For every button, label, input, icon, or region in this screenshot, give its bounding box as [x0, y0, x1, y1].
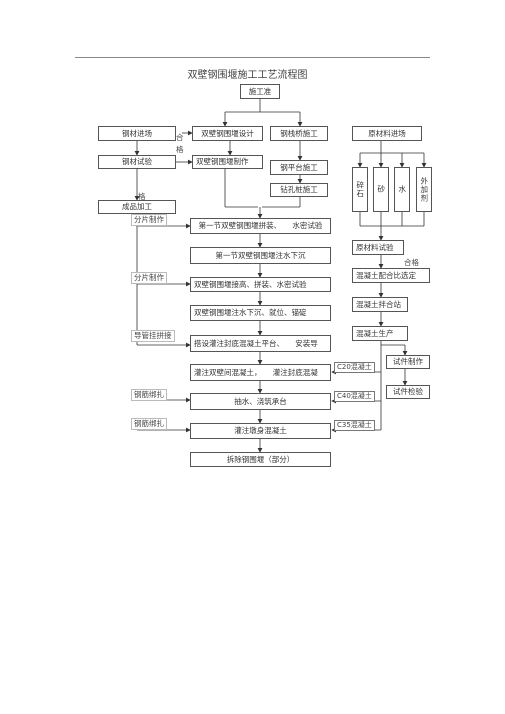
diagram-title: 双壁钢围堰施工工艺流程图 [187, 70, 308, 81]
node-sand: 砂 [373, 167, 389, 212]
node-concrete-production: 混凝土生产 [352, 326, 408, 341]
node-raise: 双壁钢围堰接高、拼装、水密试验 [190, 277, 331, 292]
node-dismantle: 拆除钢围堰（部分） [190, 452, 331, 467]
label-split-2: 分片制作 [131, 272, 167, 284]
label-qualified-4: 合格 [404, 258, 419, 267]
node-steel-in: 钢材进场 [98, 126, 176, 141]
label-c35: C35混凝土 [334, 420, 375, 431]
node-drill: 钻孔桩施工 [270, 183, 328, 197]
node-build-platform: 搭设灌注封底混凝土平台、 安装导 [190, 335, 331, 352]
node-specimen-make: 试件制作 [386, 355, 430, 369]
node-specimen-test: 试件检验 [386, 385, 430, 399]
label-guide-pipe: 导管挂拼接 [131, 330, 175, 342]
node-additive: 外加剂 [416, 167, 432, 212]
node-fabricate: 双壁钢围堰制作 [192, 155, 263, 169]
node-pump: 抽水、浇筑承台 [190, 393, 331, 410]
node-platform: 钢平台施工 [270, 160, 328, 175]
node-gravel: 碎石 [352, 167, 368, 212]
label-c40: C40混凝土 [334, 391, 375, 402]
node-raw-test: 原材料试验 [352, 240, 404, 255]
top-rule [75, 57, 430, 58]
node-sec1-sink: 第一节双壁钢围堰注水下沉 [190, 247, 331, 264]
node-design: 双壁钢围堰设计 [192, 126, 263, 141]
label-qualified-3: 格 [138, 192, 146, 201]
label-qualified-2: 格 [176, 145, 184, 154]
node-sec1-assemble: 第一节双壁钢围堰拼装、 水密试验 [190, 218, 331, 234]
node-trestle: 钢栈桥施工 [270, 126, 328, 141]
node-mix-design: 混凝土配合比选定 [352, 268, 430, 283]
node-pour-pier: 灌注墩身混凝土 [190, 423, 331, 439]
node-pour-wall: 灌注双壁间混凝土， 灌注封底混凝 [190, 364, 331, 381]
label-rebar-2: 钢筋绑扎 [131, 418, 167, 430]
node-water: 水 [394, 167, 410, 212]
node-prep: 施工准 [240, 84, 280, 99]
label-c20: C20混凝土 [334, 362, 375, 373]
node-raw-in: 原材料进场 [352, 126, 422, 141]
label-rebar-1: 钢筋绑扎 [131, 389, 167, 401]
node-finished: 成品加工 [98, 200, 176, 214]
label-qualified-1: 合 [176, 133, 184, 142]
label-split-1: 分片制作 [131, 214, 167, 226]
node-steel-test: 钢材试验 [98, 155, 176, 169]
node-mixing-plant: 混凝土拌合站 [352, 297, 408, 312]
node-sink-position: 双壁钢围堰注水下沉、就位、锚碇 [190, 305, 331, 321]
